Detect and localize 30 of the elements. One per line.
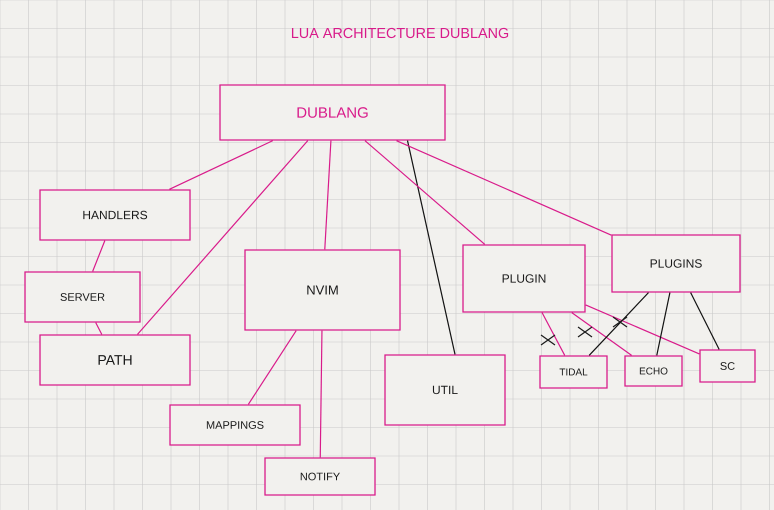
sketch-box: PATH bbox=[39, 334, 191, 386]
sketch-box: NOTIFY bbox=[264, 457, 376, 496]
sketch-box: NVIM bbox=[244, 249, 401, 331]
connector-line bbox=[320, 330, 323, 458]
sketch-box: ECHO bbox=[624, 355, 683, 387]
connector-line bbox=[92, 240, 106, 272]
connector-line bbox=[690, 292, 720, 350]
title: LUA ARCHITECTURE DUBLANG bbox=[292, 28, 508, 38]
sketch-box: DUBLANG bbox=[219, 84, 446, 141]
connector-line bbox=[248, 330, 297, 405]
connector-line bbox=[324, 140, 332, 250]
sketch-box: SC bbox=[699, 349, 756, 383]
connector-line bbox=[396, 140, 612, 236]
connector-line bbox=[406, 140, 456, 354]
connector-line bbox=[95, 322, 102, 335]
connector-line bbox=[364, 140, 486, 245]
sketch-box: TIDAL bbox=[539, 355, 608, 389]
sketch-box: HANDLERS bbox=[39, 189, 191, 241]
connector-line bbox=[571, 312, 632, 356]
connector-line bbox=[137, 140, 308, 335]
connector-line bbox=[656, 292, 670, 356]
sketch-box: SERVER bbox=[24, 271, 141, 323]
connector-line bbox=[588, 292, 649, 356]
connector-line bbox=[585, 304, 700, 354]
sketch-box: PLUGINS bbox=[611, 234, 741, 293]
sketch-box: PLUGIN bbox=[462, 244, 586, 313]
sketch-box: MAPPINGS bbox=[169, 404, 301, 446]
connector-line bbox=[542, 312, 566, 356]
sketch-box: UTIL bbox=[384, 354, 506, 426]
connector-line bbox=[169, 140, 274, 190]
